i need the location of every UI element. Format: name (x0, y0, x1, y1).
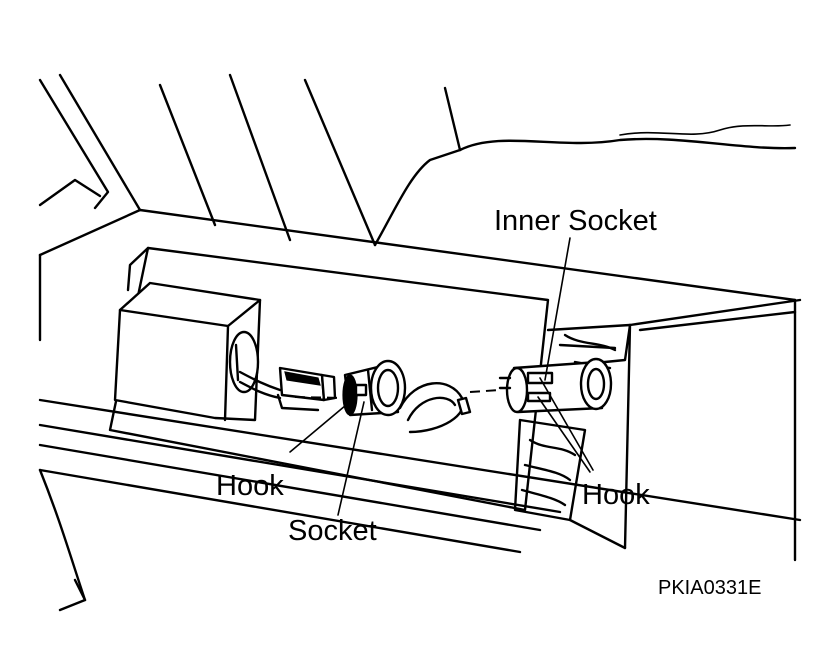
harness-box (113, 281, 262, 422)
leader-inner-socket (544, 237, 571, 381)
socket-cap (398, 382, 472, 434)
socket-label: Socket (288, 515, 377, 547)
leader-socket (337, 401, 365, 516)
socket-part (342, 359, 407, 417)
inner-socket-label: Inner Socket (494, 205, 657, 237)
leader-lines (289, 237, 594, 516)
leader-hook-left (289, 394, 359, 453)
alignment-line (294, 389, 501, 399)
hook-left-label: Hook (216, 470, 284, 502)
hook-right-label: Hook (582, 479, 650, 511)
figure-code: PKIA0331E (658, 577, 761, 599)
leader-hook-right-a (539, 377, 594, 471)
wire-connector (238, 366, 337, 412)
vehicle-outline (38, 73, 802, 612)
inner-socket-part (498, 357, 613, 414)
leader-hook-right-b (537, 396, 591, 473)
